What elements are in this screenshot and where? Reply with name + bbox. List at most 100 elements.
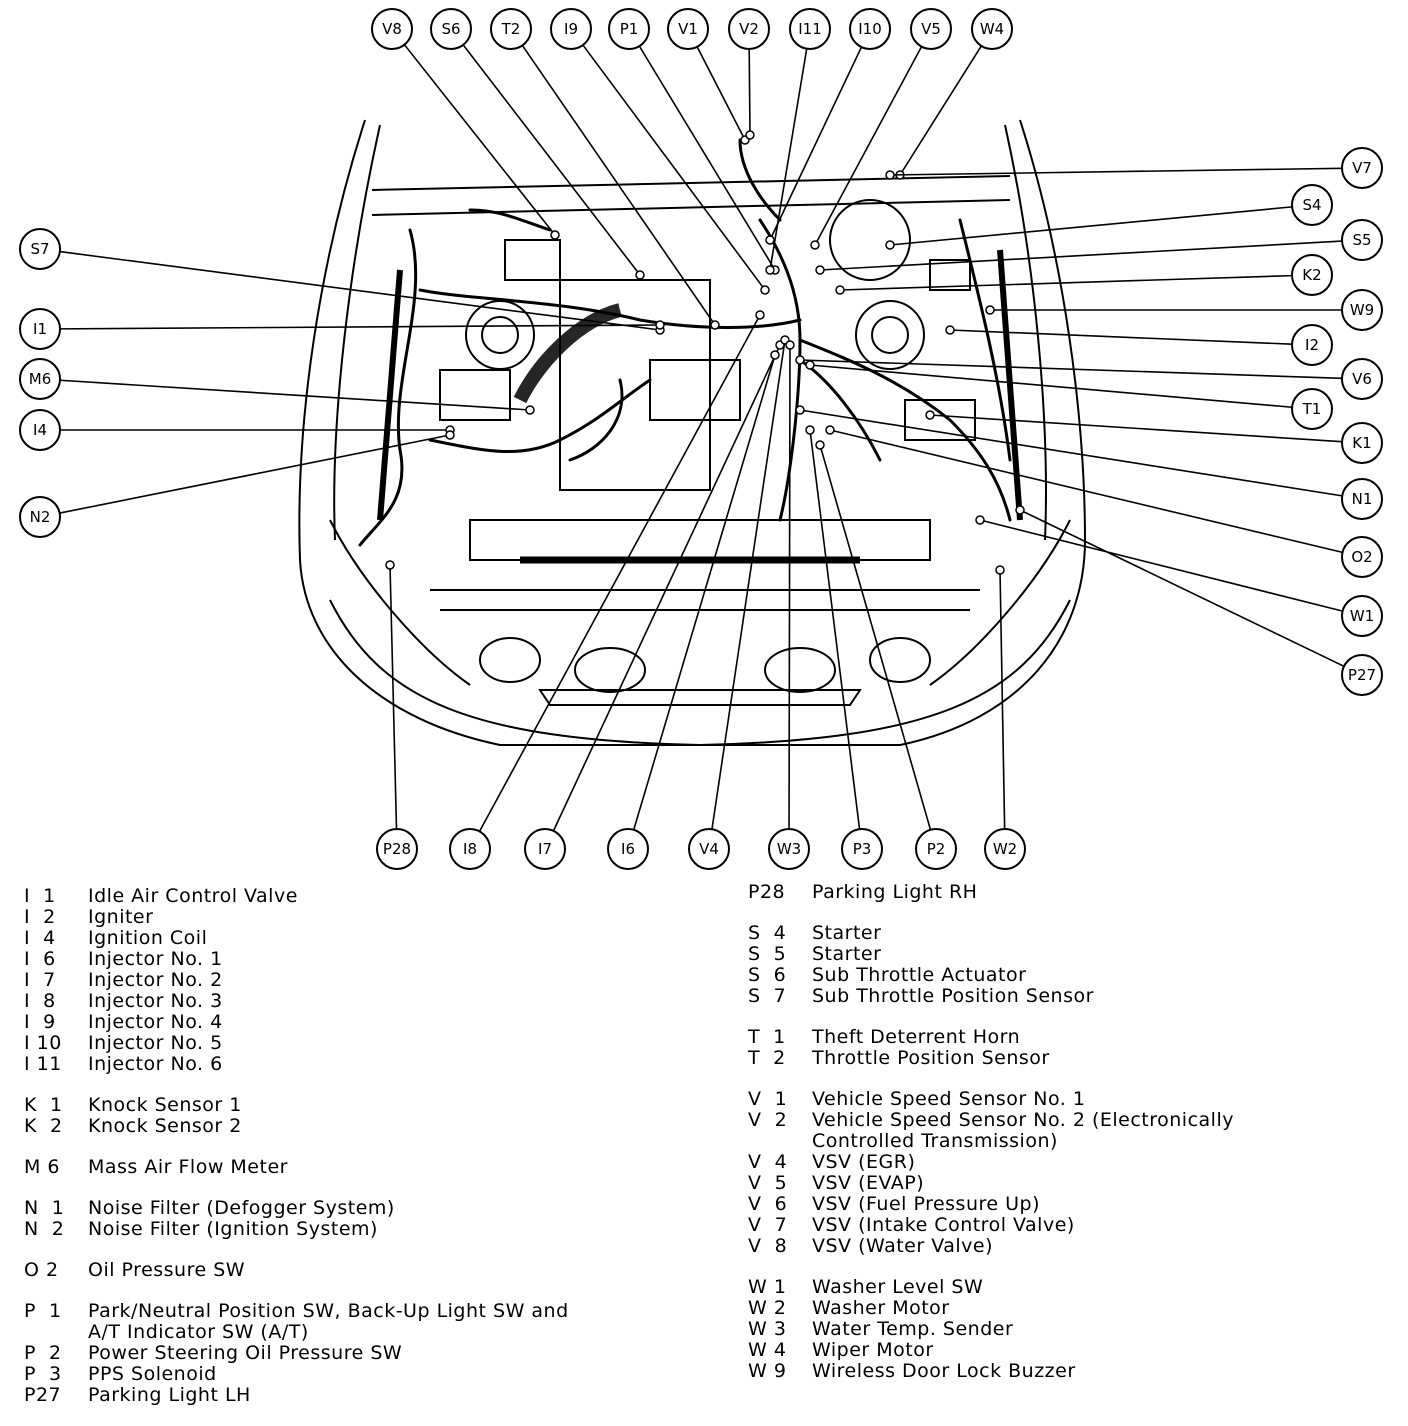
connector-point-o2: [825, 425, 835, 435]
connector-point-v7: [885, 170, 895, 180]
connector-point-s4: [885, 240, 895, 250]
legend-label: Mass Air Flow Meter: [88, 1156, 288, 1178]
legend-row: M 6 Mass Air Flow Meter: [24, 1157, 569, 1178]
connector-label: I11: [798, 20, 822, 38]
connector-point-k1: [925, 410, 935, 420]
connector-circle: [1341, 147, 1383, 189]
connector-circle: [376, 828, 418, 870]
connector-p3: P3: [841, 828, 883, 870]
connector-circle: [19, 496, 61, 538]
legend-label: Igniter: [88, 906, 154, 928]
connector-i1: I1: [19, 308, 61, 350]
connector-point-n2: [445, 430, 455, 440]
connector-circle: [1341, 654, 1383, 696]
legend-label: Parking Light LH: [88, 1384, 251, 1406]
connector-i4: I4: [19, 409, 61, 451]
connector-w4: W4: [971, 8, 1013, 50]
legend-code: M 6: [24, 1156, 61, 1178]
legend-code: N 1: [24, 1197, 65, 1219]
leader-line-p2: [819, 444, 932, 830]
connector-label: V5: [921, 20, 941, 38]
connector-point-i11: [765, 265, 775, 275]
leader-line-v8: [403, 44, 556, 236]
connector-point-n1: [795, 405, 805, 415]
legend-code: S 7: [748, 985, 787, 1007]
legend-code: P 1: [24, 1300, 62, 1322]
leader-line-i2: [949, 329, 1293, 345]
connector-s4: S4: [1291, 184, 1333, 226]
legend-row: T 2 Throttle Position Sensor: [748, 1048, 1234, 1069]
legend-label: Washer Motor: [812, 1297, 950, 1319]
legend-label: Washer Level SW: [812, 1276, 984, 1298]
legend-code: T 2: [748, 1047, 786, 1069]
leader-line-i11: [769, 48, 808, 271]
connector-label: P27: [1348, 666, 1376, 684]
leader-line-i6: [632, 354, 776, 831]
connector-label: V8: [382, 20, 402, 38]
leader-line-p1: [638, 45, 776, 271]
leader-line-n1: [799, 409, 1343, 497]
connector-circle: [971, 8, 1013, 50]
connector-circle: [1291, 254, 1333, 296]
connector-circle: [789, 8, 831, 50]
legend-label: Knock Sensor 1: [88, 1094, 242, 1116]
connector-circle: [1341, 358, 1383, 400]
connector-point-t2: [710, 320, 720, 330]
connector-label: I10: [858, 20, 882, 38]
connector-label: P2: [927, 840, 946, 858]
connector-point-i1: [655, 320, 665, 330]
connector-v7: V7: [1341, 147, 1383, 189]
connector-circle: [19, 228, 61, 270]
leader-line-i7: [552, 344, 781, 832]
connector-point-k2: [835, 285, 845, 295]
engine-bay-outline: [298, 119, 1087, 747]
legend-code: V 8: [748, 1235, 788, 1257]
legend-code: I 4: [24, 927, 56, 949]
connector-point-p27: [1015, 505, 1025, 515]
connector-label: P3: [853, 840, 872, 858]
connector-label: I1: [33, 320, 47, 338]
legend-label: Ignition Coil: [88, 927, 208, 949]
connector-label: O2: [1351, 548, 1372, 566]
legend-code: P28: [748, 881, 786, 903]
connector-point-w2: [995, 565, 1005, 575]
legend-label: Injector No. 1: [88, 948, 223, 970]
legend-code: I 6: [24, 948, 56, 970]
legend-code: S 4: [748, 922, 787, 944]
connector-circle: [1341, 219, 1383, 261]
legend-label: Sub Throttle Actuator: [812, 964, 1027, 986]
legend-label: Noise Filter (Defogger System): [88, 1197, 395, 1219]
connector-t1: T1: [1291, 388, 1333, 430]
connector-label: T1: [1302, 400, 1322, 418]
connector-s5: S5: [1341, 219, 1383, 261]
legend-label: Wireless Door Lock Buzzer: [812, 1360, 1076, 1382]
legend-code: T 1: [748, 1026, 786, 1048]
connector-circle: [1341, 422, 1383, 464]
legend-label: Throttle Position Sensor: [812, 1047, 1050, 1069]
leader-line-w4: [899, 45, 983, 176]
connector-label: P1: [620, 20, 639, 38]
connector-point-t1: [805, 360, 815, 370]
legend-label: VSV (Intake Control Valve): [812, 1214, 1075, 1236]
legend-label: Oil Pressure SW: [88, 1259, 246, 1281]
connector-o2: O2: [1341, 536, 1383, 578]
leader-line-s7: [59, 250, 661, 331]
leader-line-t1: [809, 364, 1293, 409]
legend-code: I 8: [24, 990, 56, 1012]
legend-label: Knock Sensor 2: [88, 1115, 242, 1137]
legend-label: Vehicle Speed Sensor No. 1: [812, 1088, 1086, 1110]
connector-label: N2: [30, 508, 51, 526]
leader-line-n2: [59, 434, 451, 514]
leader-line-i8: [478, 314, 761, 832]
connector-circle: [1341, 536, 1383, 578]
